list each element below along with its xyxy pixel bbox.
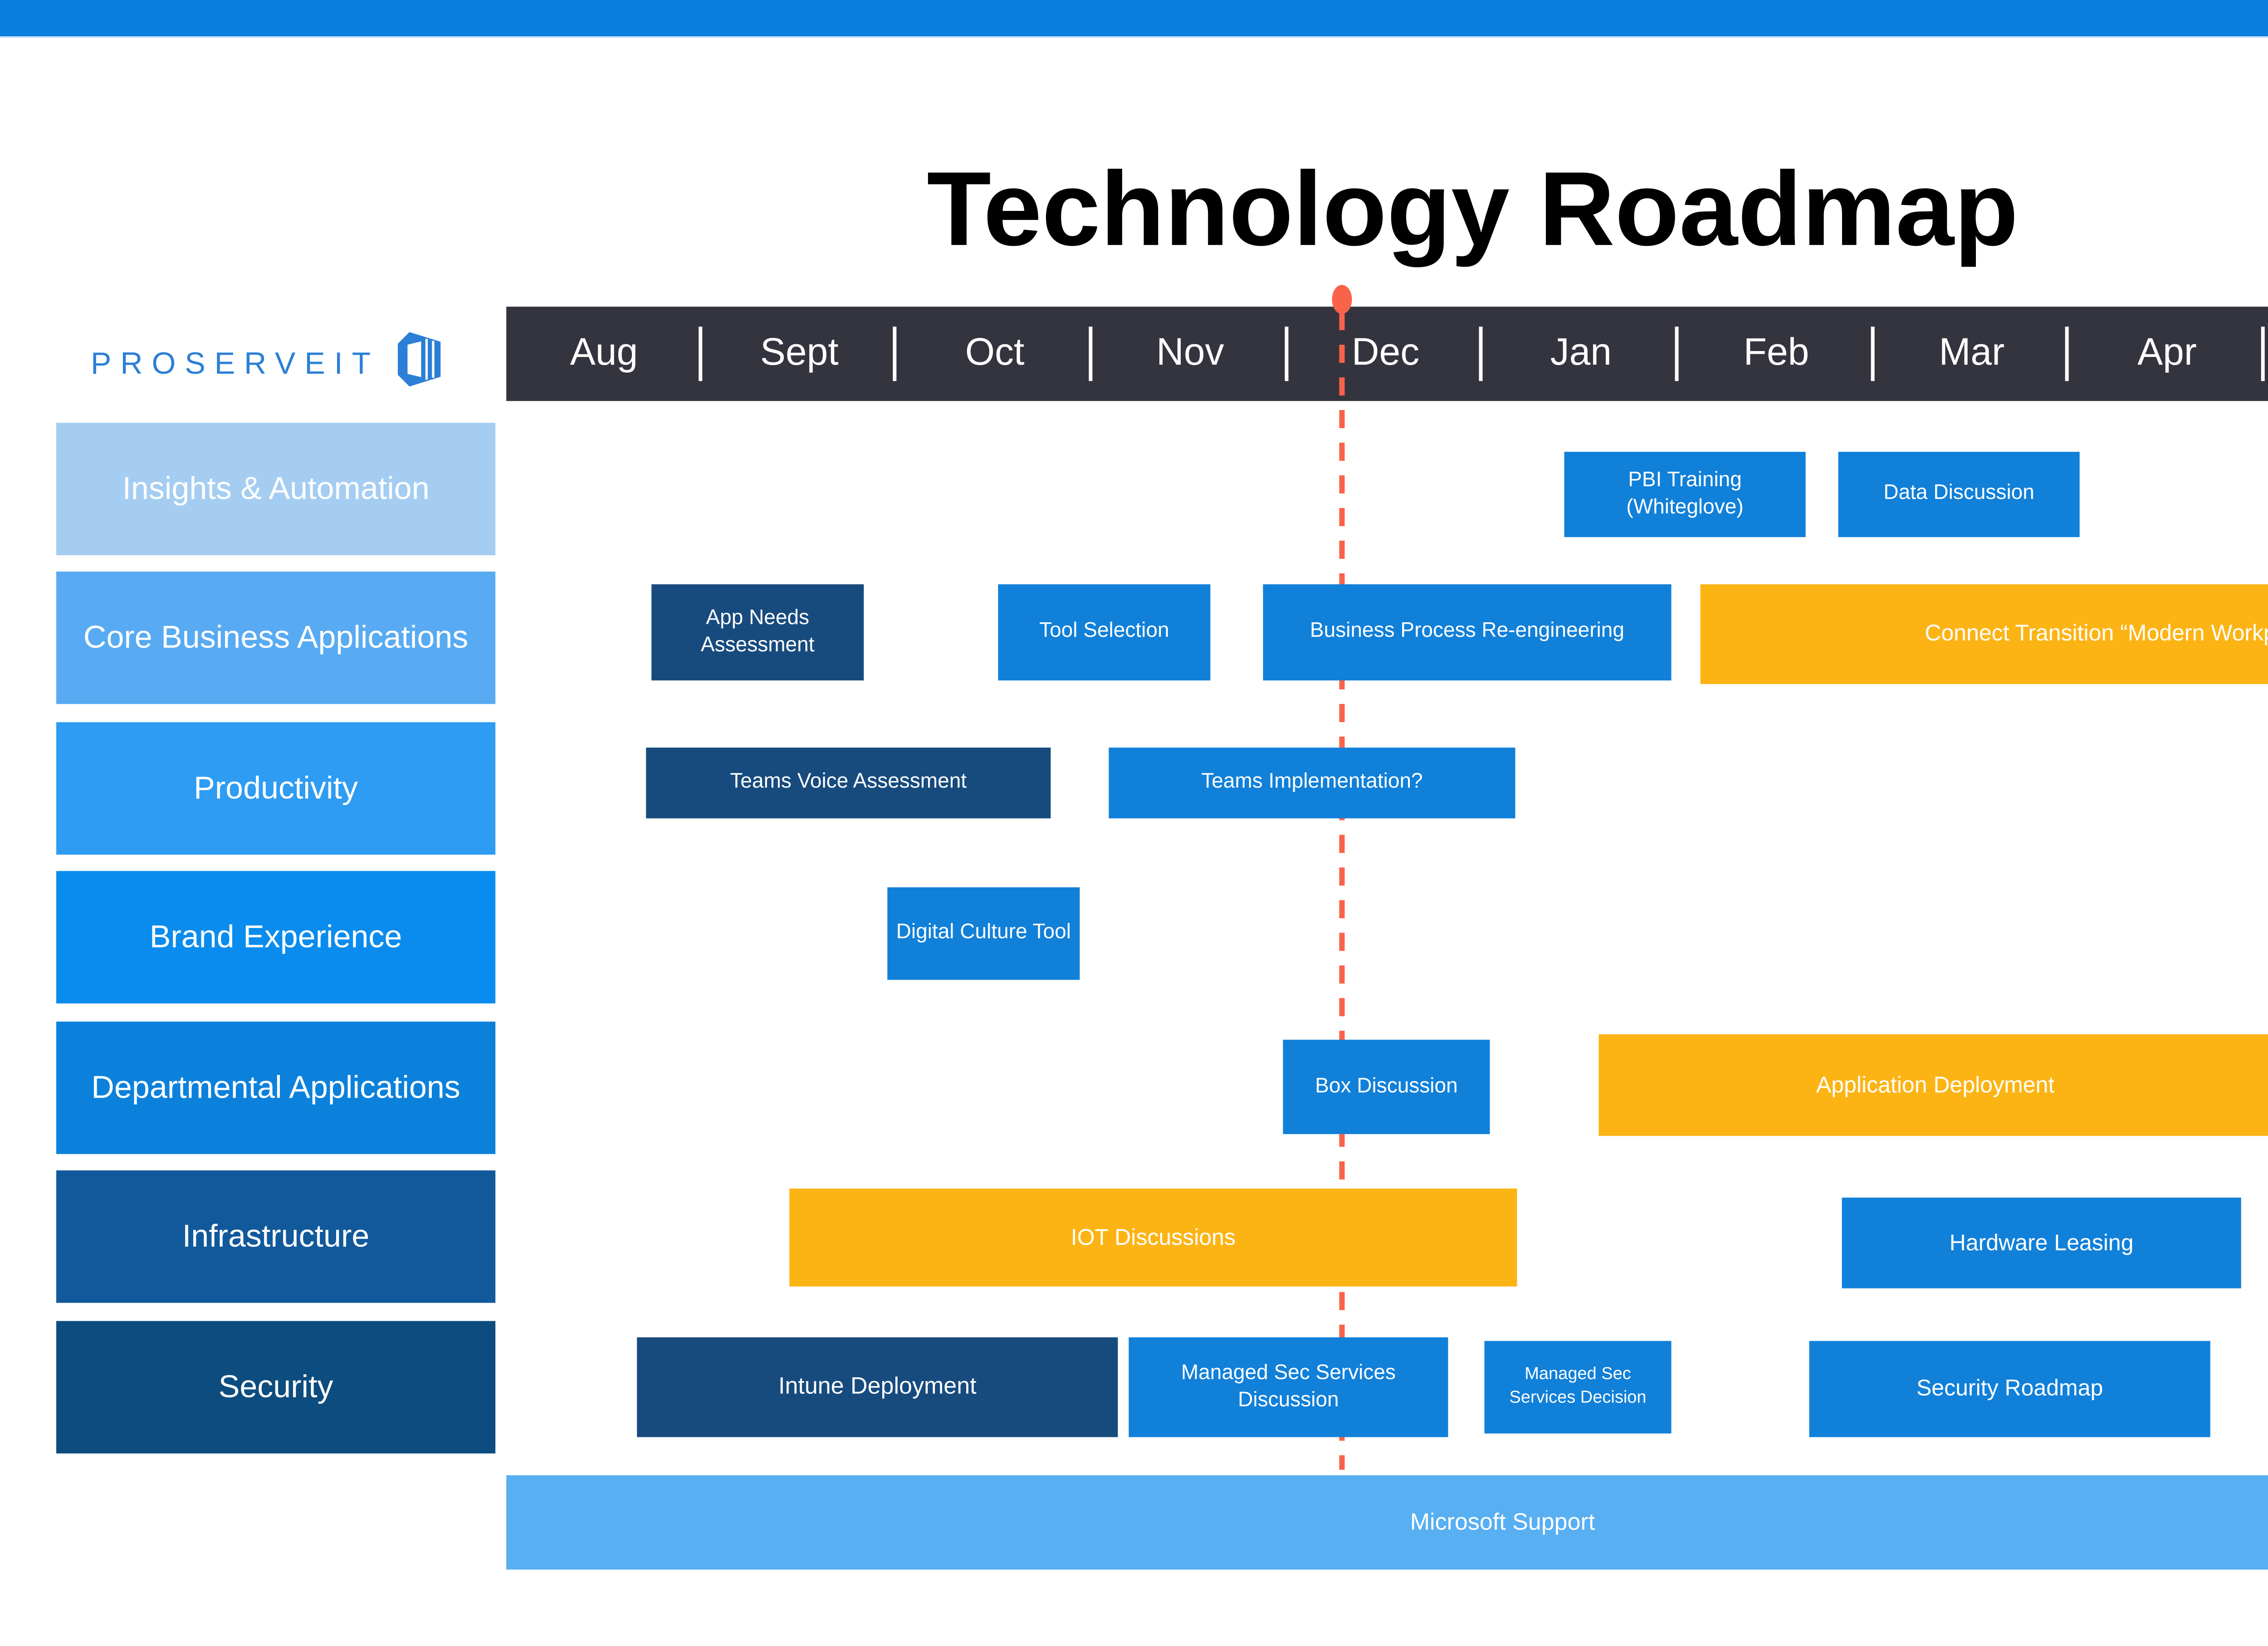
bar-connect-transition: Connect Transition “Modern Workplace Imp… <box>1700 584 2268 684</box>
bar-digital-culture-tool: Digital Culture Tool <box>887 887 1080 980</box>
month-nov: Nov <box>1092 307 1288 401</box>
proserveit-logo-icon <box>396 332 443 396</box>
month-separator <box>1089 327 1093 381</box>
category-label-text: Insights & Automation <box>122 469 430 506</box>
month-label: Mar <box>1939 332 2005 374</box>
month-aug: Aug <box>506 307 702 401</box>
month-mar: Mar <box>1874 307 2070 401</box>
row-label-departmental-applications: Departmental Applications <box>56 1021 496 1154</box>
row-label-insights-automation: Insights & Automation <box>56 423 496 556</box>
task-bar-label: Managed Sec Services Decision <box>1509 1365 1647 1407</box>
month-label: Oct <box>965 332 1025 374</box>
row-label-productivity: Productivity <box>56 722 496 855</box>
today-marker-dot <box>1332 285 1352 314</box>
month-separator <box>2066 327 2070 381</box>
task-bar-label: PBI Training (Whiteglove) <box>1626 469 1744 518</box>
bar-iot-discussions: IOT Discussions <box>789 1188 1517 1287</box>
task-bar-label: Microsoft Support <box>1410 1507 1595 1534</box>
month-apr: Apr <box>2069 307 2265 401</box>
bar-managed-sec-services-discussion: Managed Sec Services Discussion <box>1129 1337 1448 1437</box>
bar-intune-deployment: Intune Deployment <box>637 1337 1118 1437</box>
category-label-text: Infrastructure <box>182 1216 370 1253</box>
month-label: Sept <box>760 332 839 374</box>
month-label: Feb <box>1743 332 1809 374</box>
month-separator <box>1479 327 1483 381</box>
category-label-text: Brand Experience <box>149 917 402 954</box>
task-bar-label: Tool Selection <box>1039 620 1169 643</box>
task-bar-label: Digital Culture Tool <box>896 922 1071 944</box>
category-label-text: Security <box>218 1367 333 1404</box>
task-bar-label: Intune Deployment <box>778 1372 977 1399</box>
task-bar-label: Security Roadmap <box>1916 1376 2103 1402</box>
bar-box-discussion: Box Discussion <box>1283 1040 1490 1134</box>
month-label: Apr <box>2137 332 2197 374</box>
task-bar-label: Application Deployment <box>1816 1072 2055 1098</box>
month-feb: Feb <box>1679 307 1874 401</box>
bar-teams-implementation: Teams Implementation? <box>1109 747 1515 819</box>
month-label: Aug <box>570 332 638 374</box>
task-bar-label: Data Discussion <box>1883 483 2034 505</box>
task-bar-label: Connect Transition “Modern Workplace Imp… <box>1925 621 2268 647</box>
bar-security-roadmap: Security Roadmap <box>1809 1341 2210 1437</box>
month-dec: Dec <box>1288 307 1483 401</box>
bar-managed-sec-services-decision: Managed Sec Services Decision <box>1484 1341 1672 1434</box>
row-label-security: Security <box>56 1321 496 1454</box>
task-bar-label: Hardware Leasing <box>1949 1230 2134 1255</box>
task-bar-label: Business Process Re-engineering <box>1310 620 1624 643</box>
row-label-core-business-applications: Core Business Applications <box>56 571 496 704</box>
task-bar-label: App Needs Assessment <box>700 607 815 656</box>
timeline-header: Aug Sept Oct Nov Dec Jan Feb Mar Apr May <box>506 307 2268 401</box>
month-separator <box>1870 327 1874 381</box>
row-label-brand-experience: Brand Experience <box>56 871 496 1004</box>
month-separator <box>1284 327 1288 381</box>
task-bar-label: Managed Sec Services Discussion <box>1181 1362 1396 1411</box>
category-label-text: Departmental Applications <box>91 1068 460 1104</box>
bar-tool-selection: Tool Selection <box>998 584 1211 681</box>
top-accent-bar <box>0 0 2268 39</box>
proserveit-logo: PROSERVEIT <box>91 332 443 396</box>
bar-application-deployment: Application Deployment <box>1598 1034 2268 1136</box>
bar-app-needs-assessment: App Needs Assessment <box>651 584 864 681</box>
month-jan: Jan <box>1483 307 1679 401</box>
proserveit-logo-text: PROSERVEIT <box>91 346 380 381</box>
category-label-text: Productivity <box>194 768 358 805</box>
today-marker-line <box>1339 312 1345 1470</box>
category-label-text: Core Business Applications <box>83 618 469 654</box>
month-separator <box>698 327 702 381</box>
month-label: Nov <box>1156 332 1224 374</box>
month-separator <box>893 327 897 381</box>
bar-microsoft-support: Microsoft Support <box>506 1475 2268 1570</box>
bar-teams-voice-assessment: Teams Voice Assessment <box>646 747 1051 819</box>
row-label-infrastructure: Infrastructure <box>56 1170 496 1303</box>
month-may: May <box>2265 307 2268 401</box>
task-bar-label: IOT Discussions <box>1070 1224 1236 1250</box>
month-label: Jan <box>1550 332 1612 374</box>
month-oct: Oct <box>897 307 1093 401</box>
bar-business-process-reengineering: Business Process Re-engineering <box>1263 584 1672 681</box>
month-separator <box>2261 327 2265 381</box>
month-label: Dec <box>1351 332 1420 374</box>
month-separator <box>1675 327 1679 381</box>
bar-pbi-training: PBI Training (Whiteglove) <box>1564 452 1806 537</box>
page-title: Technology Roadmap <box>927 150 2019 269</box>
month-sept: Sept <box>702 307 897 401</box>
task-bar-label: Box Discussion <box>1315 1075 1458 1097</box>
bar-hardware-leasing: Hardware Leasing <box>1842 1197 2241 1289</box>
task-bar-label: Teams Voice Assessment <box>730 771 967 793</box>
task-bar-label: Teams Implementation? <box>1201 771 1423 793</box>
bar-data-discussion: Data Discussion <box>1838 452 2080 537</box>
